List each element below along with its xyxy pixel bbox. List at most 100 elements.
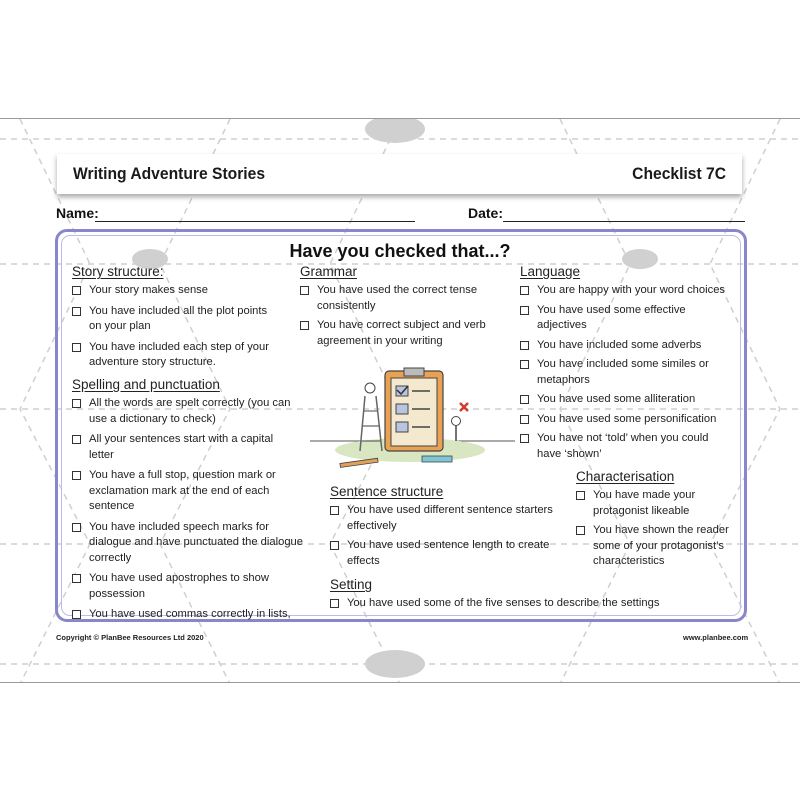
checklist-item-line: some of your protagonist’s: [593, 539, 725, 552]
website-link[interactable]: www.planbee.com: [683, 633, 749, 642]
checkbox[interactable]: [520, 360, 529, 369]
section-title-grammar: Grammar: [300, 264, 357, 279]
checkbox[interactable]: [520, 305, 529, 315]
checkbox[interactable]: [72, 286, 81, 295]
checklist-item-line: You have used sentence length to create: [347, 539, 550, 551]
checklist-item-line: You have a full stop, question mark or: [89, 469, 276, 481]
checklist-item-line: metaphors: [537, 373, 590, 386]
checklist-item-line: You have used some effective: [537, 303, 686, 316]
checklist-item-line: possession: [89, 587, 145, 600]
checkbox[interactable]: [72, 306, 81, 316]
name-line[interactable]: [95, 221, 415, 222]
checklist-panel: [55, 229, 747, 622]
checkbox[interactable]: [72, 574, 81, 583]
checklist-item-line: use a dictionary to check): [89, 412, 216, 425]
checkbox[interactable]: [520, 414, 529, 424]
checklist-item: You have used the correct tense consisten…: [317, 283, 512, 314]
checkbox[interactable]: [330, 506, 339, 515]
checklist-item-line: You have used commas correctly in lists,: [89, 608, 291, 620]
checklist-item-line: dialogue and have punctuated the dialogu…: [89, 536, 303, 548]
checklist-item-line: You have not ‘told’ when you could: [537, 432, 709, 444]
checklist-item-line: protagonist likeable: [593, 504, 690, 517]
checklist-item-line: letter: [89, 448, 114, 461]
checkbox[interactable]: [72, 522, 81, 532]
copyright-text: Copyright © PlanBee Resources Ltd 2020: [56, 633, 204, 642]
checklist-item-line: All your sentences start with a capital: [89, 433, 274, 445]
checklist-item-line: You are happy with your word choices: [537, 284, 726, 296]
checklist-item: All your sentences start with a capital l…: [89, 432, 319, 463]
checklist-item-line: exclamation mark at the end of each: [89, 484, 270, 497]
clipboard-checklist-illustration: [310, 367, 515, 468]
checkbox[interactable]: [520, 286, 529, 295]
section-title-language: Language: [520, 264, 581, 279]
checkbox[interactable]: [520, 434, 529, 443]
checkbox[interactable]: [520, 340, 529, 350]
checklist-item-line: sentence: [89, 500, 135, 512]
checklist-item-line: adjectives: [537, 319, 587, 331]
checklist-id: Checklist 7C: [632, 164, 726, 183]
checklist-item-line: You have included speech marks for: [89, 520, 269, 533]
checkbox[interactable]: [72, 399, 81, 408]
checklist-item-line: effects: [347, 554, 380, 567]
checklist-item-line: You have used apostrophes to show: [89, 572, 269, 584]
checkbox[interactable]: [72, 435, 81, 444]
checklist-item-line: adventure story structure.: [89, 356, 216, 368]
checklist-item-line: consistently: [317, 299, 376, 312]
section-title-spelling: Spelling and punctuation: [72, 377, 220, 392]
checkbox[interactable]: [330, 541, 339, 550]
date-label: Date:: [468, 205, 504, 221]
section-title-sentence-structure: Sentence structure: [330, 484, 444, 499]
checkbox[interactable]: [72, 342, 81, 352]
checkbox[interactable]: [300, 321, 309, 330]
checklist-item: You have used commas correctly in lists,: [89, 607, 319, 623]
checkbox[interactable]: [520, 395, 529, 404]
checklist-item: You have used some alliteration: [537, 392, 752, 408]
checklist-item: You have included some adverbs: [537, 338, 752, 354]
checklist-item: You have included each step of your adven…: [89, 340, 304, 371]
checklist-item: You have used sentence length to create e…: [347, 538, 582, 569]
checkbox[interactable]: [300, 286, 309, 295]
checklist-item-line: All the words are spelt correctly (you c…: [89, 397, 291, 409]
checklist-item-line: You have shown the reader: [593, 524, 729, 536]
section-title-setting: Setting: [330, 577, 373, 592]
panel-heading: Have you checked that...?: [289, 241, 511, 261]
date-line[interactable]: [503, 221, 745, 222]
checkbox[interactable]: [72, 471, 81, 480]
checklist-item: You have correct subject and verb agreeme…: [317, 318, 512, 349]
checkbox[interactable]: [576, 526, 585, 535]
checklist-item-line: You have made your: [593, 489, 696, 501]
checklist-item: Your story makes sense: [89, 283, 304, 299]
section-title-characterisation: Characterisation: [576, 469, 675, 484]
worksheet-title: Writing Adventure Stories: [73, 164, 266, 183]
checklist-item-line: You have used different sentence starter…: [347, 504, 553, 516]
checklist-item: You have shown the reader some of your pr…: [593, 523, 753, 570]
checklist-item-line: characteristics: [593, 555, 665, 567]
checklist-item-line: Your story makes sense: [89, 284, 208, 296]
worksheet-page: Writing Adventure Stories Checklist 7C N…: [0, 118, 800, 683]
checkbox[interactable]: [330, 599, 339, 608]
checklist-item-line: have ‘shown’: [537, 447, 602, 460]
checklist-item: You have a full stop, question mark or ex…: [89, 468, 319, 515]
checklist-item: You have used some effective adjectives: [537, 303, 752, 334]
checklist-item-line: on your plan: [89, 320, 151, 332]
title-bar: Writing Adventure Stories Checklist 7C: [57, 154, 742, 194]
checklist-item: You have included speech marks for dialog…: [89, 520, 319, 567]
checklist-item-line: You have used the correct tense: [317, 284, 478, 296]
checklist-item-line: You have included all the plot points: [89, 304, 268, 317]
name-label: Name:: [56, 205, 99, 221]
checklist-item-line: You have included each step of your: [89, 340, 269, 353]
checklist-item: You have included some similes or metapho…: [537, 357, 752, 388]
checklist-item: You have made your protagonist likeable: [593, 488, 753, 519]
section-title-story-structure: Story structure:: [72, 264, 164, 279]
checklist-item: You have used apostrophes to show possess…: [89, 571, 319, 602]
checklist-item-line: You have included some similes or: [537, 358, 709, 370]
checkbox[interactable]: [576, 491, 585, 500]
checkbox[interactable]: [72, 610, 81, 619]
checklist-item-line: agreement in your writing: [317, 334, 443, 347]
checklist-item-line: You have used some personification: [537, 412, 717, 425]
checklist-item: You have used different sentence starter…: [347, 503, 582, 534]
checklist-item: All the words are spelt correctly (you c…: [89, 396, 319, 427]
checklist-item-line: You have correct subject and verb: [317, 319, 486, 331]
checklist-item: You are happy with your word choices: [537, 283, 752, 299]
checklist-item-line: You have used some of the five senses to…: [347, 597, 660, 609]
